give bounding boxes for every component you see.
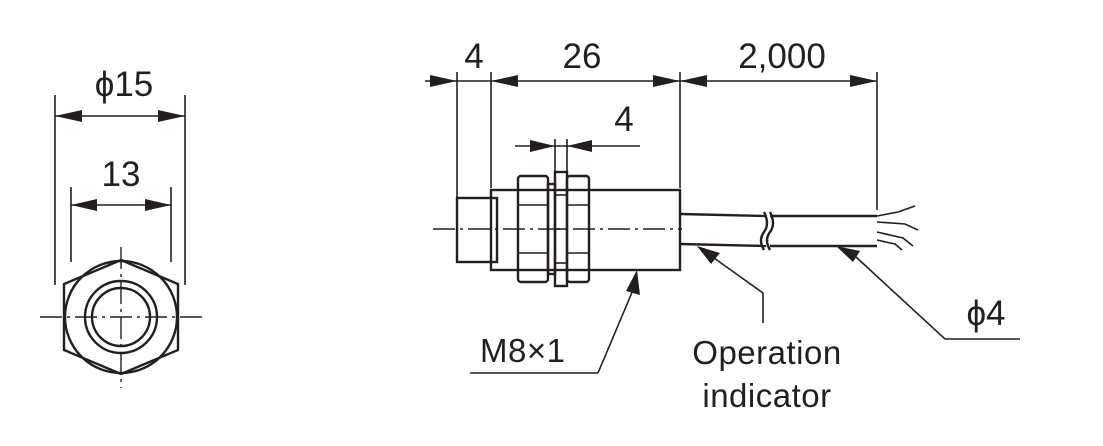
cable-top-edge-a	[679, 212, 767, 218]
thread-leader: M8×1	[470, 270, 640, 374]
indicator-label-line2: indicator	[702, 377, 831, 414]
cable-diameter-label: ϕ4	[966, 294, 1005, 333]
indicator-leader: Operation indicator	[692, 246, 841, 414]
inner-width-label: 13	[102, 155, 141, 194]
threaded-body	[489, 188, 682, 272]
thread-label: M8×1	[480, 332, 565, 369]
cable-break-right	[765, 211, 775, 251]
indicator-label-line1: Operation	[692, 334, 841, 371]
front-view: ϕ15 13	[40, 65, 202, 388]
sensing-nose	[455, 196, 499, 264]
dim-nut-label: 4	[614, 100, 633, 139]
outer-diameter-label: ϕ15	[95, 65, 154, 104]
cable-wires	[876, 205, 919, 251]
outer-diameter-dimension: ϕ15	[55, 65, 185, 122]
dim-cable-label: 2,000	[738, 37, 826, 76]
inner-width-dimension: 13	[71, 155, 171, 211]
cable-bottom-edge-a	[679, 242, 767, 248]
dim-body-label: 26	[563, 37, 602, 76]
side-view: 4 26 2,000 4	[425, 37, 1020, 414]
cable-diameter-leader: ϕ4	[836, 246, 1020, 340]
cable-break-left	[759, 211, 769, 251]
dim-nose-label: 4	[464, 37, 483, 76]
